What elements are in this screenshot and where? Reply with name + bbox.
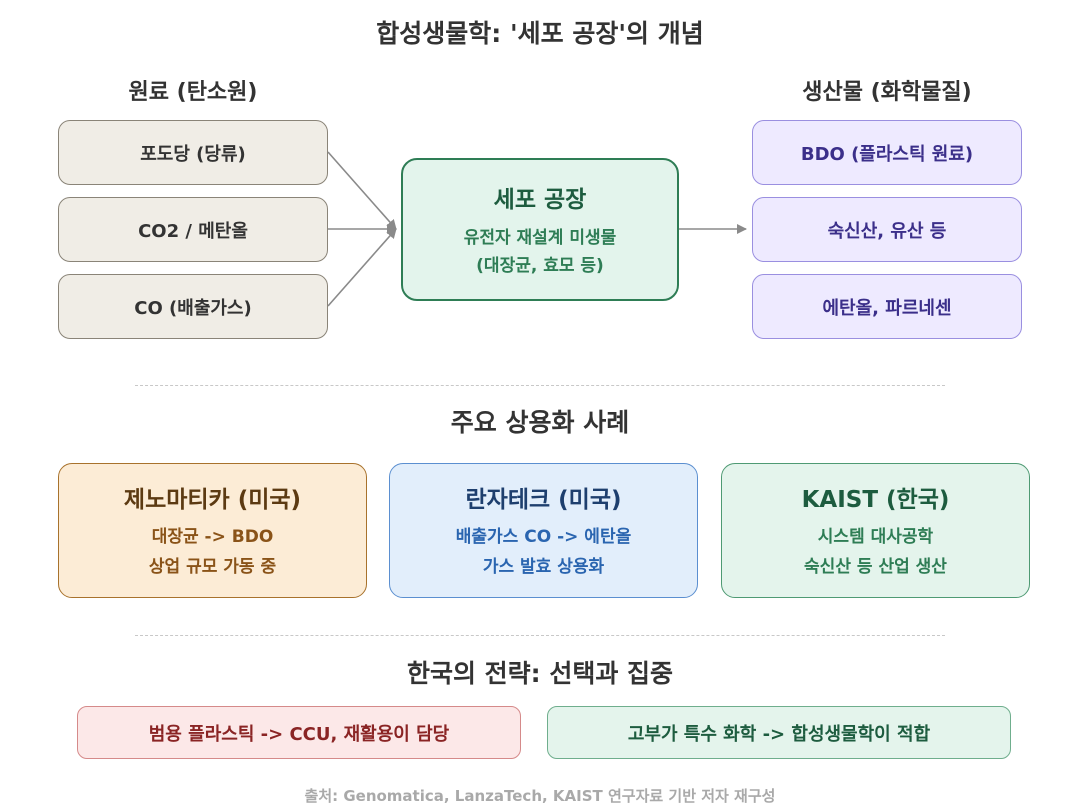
factory-description: 유전자 재설계 미생물 bbox=[463, 227, 617, 248]
outputs-heading: 생산물 (화학물질) bbox=[802, 80, 972, 105]
factory-title: 세포 공장 bbox=[493, 186, 587, 213]
output-label: 에탄올, 파르네센 bbox=[822, 297, 952, 319]
input-co2-methanol: CO2 / 메탄올 bbox=[58, 197, 328, 262]
case-line: 시스템 대사공학 bbox=[817, 526, 934, 547]
case-line: 배출가스 CO -> 에탄올 bbox=[455, 526, 632, 547]
case-line: 숙신산 등 산업 생산 bbox=[804, 556, 947, 577]
input-label: CO (배출가스) bbox=[134, 297, 252, 319]
factory-examples: (대장균, 효모 등) bbox=[476, 255, 604, 276]
cell-factory-box: 세포 공장 유전자 재설계 미생물 (대장균, 효모 등) bbox=[401, 158, 679, 301]
output-succinic-lactic: 숙신산, 유산 등 bbox=[752, 197, 1022, 262]
source-note: 출처: Genomatica, LanzaTech, KAIST 연구자료 기반… bbox=[304, 787, 776, 805]
output-label: BDO (플라스틱 원료) bbox=[800, 143, 974, 165]
case-lanzatech: 란자테크 (미국) 배출가스 CO -> 에탄올 가스 발효 상용화 bbox=[389, 463, 698, 598]
case-title: 란자테크 (미국) bbox=[465, 486, 622, 513]
output-bdo: BDO (플라스틱 원료) bbox=[752, 120, 1022, 185]
input-co-flue-gas: CO (배출가스) bbox=[58, 274, 328, 339]
inputs-heading: 원료 (탄소원) bbox=[128, 80, 258, 105]
strategy-label: 범용 플라스틱 -> CCU, 재활용이 담당 bbox=[148, 723, 450, 745]
arrow-glucose-to-factory bbox=[327, 151, 397, 230]
case-line: 상업 규모 가동 중 bbox=[148, 556, 277, 577]
case-line: 대장균 -> BDO bbox=[151, 526, 274, 547]
output-ethanol-farnesene: 에탄올, 파르네센 bbox=[752, 274, 1022, 339]
output-label: 숙신산, 유산 등 bbox=[827, 220, 947, 242]
strategy-label: 고부가 특수 화학 -> 합성생물학이 적합 bbox=[627, 723, 931, 745]
arrow-co-to-factory bbox=[327, 228, 397, 307]
section-divider bbox=[135, 635, 945, 636]
case-title: 제노마티카 (미국) bbox=[123, 486, 302, 513]
section-divider bbox=[135, 385, 945, 386]
page-title: 합성생물학: '세포 공장'의 개념 bbox=[376, 19, 704, 48]
input-label: 포도당 (당류) bbox=[140, 143, 246, 165]
strategy-specialty-chemicals: 고부가 특수 화학 -> 합성생물학이 적합 bbox=[547, 706, 1011, 759]
cases-heading: 주요 상용화 사례 bbox=[450, 408, 630, 437]
strategy-commodity-plastics: 범용 플라스틱 -> CCU, 재활용이 담당 bbox=[77, 706, 521, 759]
case-kaist: KAIST (한국) 시스템 대사공학 숙신산 등 산업 생산 bbox=[721, 463, 1030, 598]
strategy-heading: 한국의 전략: 선택과 집중 bbox=[406, 659, 674, 688]
input-label: CO2 / 메탄올 bbox=[138, 220, 248, 242]
case-line: 가스 발효 상용화 bbox=[482, 556, 605, 577]
case-genomatica: 제노마티카 (미국) 대장균 -> BDO 상업 규모 가동 중 bbox=[58, 463, 367, 598]
case-title: KAIST (한국) bbox=[801, 486, 950, 513]
